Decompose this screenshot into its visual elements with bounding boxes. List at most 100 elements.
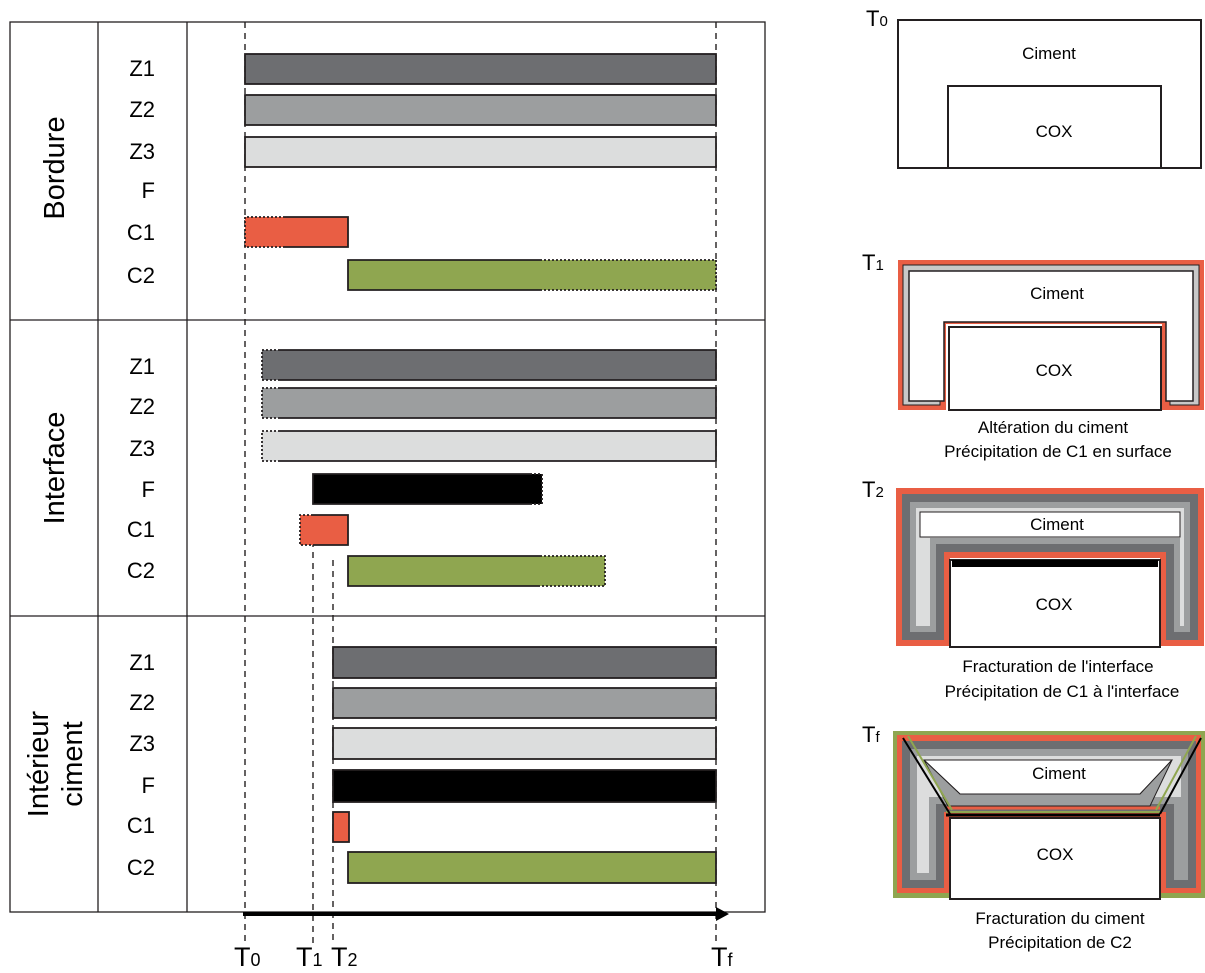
bar-c1: [332, 811, 350, 843]
bar-z3: [244, 136, 717, 168]
bar-z1-onset: [261, 349, 280, 381]
row-label: Z3: [129, 731, 155, 756]
bar-f: [313, 474, 542, 504]
stage-marker: Tf: [862, 722, 880, 747]
lower-label: COX: [1036, 122, 1073, 141]
marker-tf: Tf: [711, 942, 734, 972]
bar-c2-end: [540, 259, 717, 291]
bar-z2-solid-edge: [280, 387, 717, 419]
row-label: Z3: [129, 436, 155, 461]
bar-z1-solid-edge: [280, 349, 717, 381]
ciment-block: [919, 511, 1181, 538]
bar-z1: [332, 646, 717, 679]
row-label: Z1: [129, 354, 155, 379]
time-axis-arrowhead: [716, 907, 729, 921]
bars-interieur: [332, 646, 717, 884]
stage-marker: T0: [866, 6, 888, 31]
row-label: Z2: [129, 690, 155, 715]
ciment-block: [897, 19, 1202, 169]
time-markers: T0 T1 T2 Tf: [234, 942, 734, 972]
bar-f-end: [530, 473, 543, 505]
row-labels: Z1 Z2 Z3 F C1 C2 Z1 Z2 Z3 F C1 C2 Z1 Z2 …: [127, 56, 155, 880]
upper-label: Ciment: [1030, 515, 1084, 534]
zone-title-interface: Interface: [39, 412, 71, 525]
bar-c2-solid-edge: [347, 259, 540, 291]
bar-c2: [347, 851, 717, 884]
row-label: C1: [127, 220, 155, 245]
row-label: F: [142, 477, 155, 502]
stage-marker: T2: [862, 477, 884, 502]
marker-t2: T2: [331, 942, 358, 972]
bar-z1: [244, 53, 717, 85]
row-label: Z2: [129, 394, 155, 419]
bar-z3: [332, 727, 717, 760]
cox-block: [949, 817, 1161, 900]
fracture-line-right-c2: [1155, 735, 1197, 811]
marker-t1: T1: [296, 942, 323, 972]
bar-c2: [348, 260, 716, 290]
stage-caption: Précipitation de C1 en surface: [944, 442, 1172, 461]
stage-caption: Fracturation de l'interface: [962, 657, 1153, 676]
row-label: Z1: [129, 650, 155, 675]
marker-t0: T0: [234, 942, 261, 972]
bar-z1: [262, 350, 716, 380]
stage-t0: T0 Ciment COX: [866, 6, 1202, 169]
lower-label: COX: [1037, 845, 1074, 864]
row-label: F: [142, 178, 155, 203]
row-label: C1: [127, 813, 155, 838]
upper-label: Ciment: [1030, 284, 1084, 303]
bar-z3-solid-edge: [280, 430, 717, 462]
fracture-wedge: [923, 759, 1173, 807]
bar-f: [332, 769, 717, 803]
zone-title-ciment: ciment: [57, 721, 89, 806]
fracture-line-right: [1159, 737, 1202, 815]
fracture-layer: [952, 560, 1158, 567]
row-label: Z3: [129, 139, 155, 164]
bar-c1: [300, 515, 348, 545]
bar-c1-onset: [244, 216, 285, 248]
bar-z2: [332, 687, 717, 719]
stage-tf: Tf Ciment COX Fracturation du ciment Pré…: [862, 722, 1205, 952]
bar-z3: [262, 431, 716, 461]
stage-caption: Fracturation du ciment: [975, 909, 1144, 928]
row-label: Z2: [129, 97, 155, 122]
upper-label: Ciment: [1032, 764, 1086, 783]
bar-c1-solid-edge: [313, 514, 349, 546]
bar-c1-onset: [299, 514, 313, 546]
fracture-line-left-c2: [907, 735, 953, 811]
time-axis: [243, 907, 729, 921]
cox-block: [948, 326, 1162, 411]
row-label: F: [142, 773, 155, 798]
row-label: C2: [127, 263, 155, 288]
ciment-block: [908, 270, 1194, 402]
bar-z3-onset: [261, 430, 280, 462]
stage-t2: T2 Ciment COX Fracturation de l'interfac…: [862, 477, 1204, 701]
bar-z2: [262, 388, 716, 418]
bar-z2: [244, 94, 717, 126]
bar-c1-solid-edge: [285, 216, 349, 248]
bar-c1: [245, 217, 348, 247]
row-label: C1: [127, 517, 155, 542]
row-label: C2: [127, 558, 155, 583]
row-label: Z1: [129, 56, 155, 81]
timeline-table: Bordure Interface Intérieur ciment Z1 Z2…: [9, 21, 766, 972]
bar-z2-onset: [261, 387, 280, 419]
lower-label: COX: [1036, 361, 1073, 380]
bar-c2-solid-edge: [347, 555, 540, 587]
stage-caption: Précipitation de C1 à l'interface: [945, 682, 1180, 701]
bars-interface: [261, 349, 717, 587]
bar-c2-end: [540, 555, 606, 587]
zone-title-bordure: Bordure: [39, 116, 71, 219]
bar-c2: [348, 556, 605, 586]
bar-f-solid-edge: [312, 473, 530, 505]
lower-label: COX: [1036, 595, 1073, 614]
fracture-line-left: [902, 737, 951, 815]
stage-caption: Précipitation de C2: [988, 933, 1132, 952]
stage-t1: T1 Ciment COX Altération du ciment Préci…: [862, 250, 1204, 461]
bars-bordure: [244, 53, 717, 291]
upper-label: Ciment: [1022, 44, 1076, 63]
stage-marker: T1: [862, 250, 884, 275]
stage-caption: Altération du ciment: [978, 418, 1129, 437]
cox-block: [949, 559, 1161, 648]
